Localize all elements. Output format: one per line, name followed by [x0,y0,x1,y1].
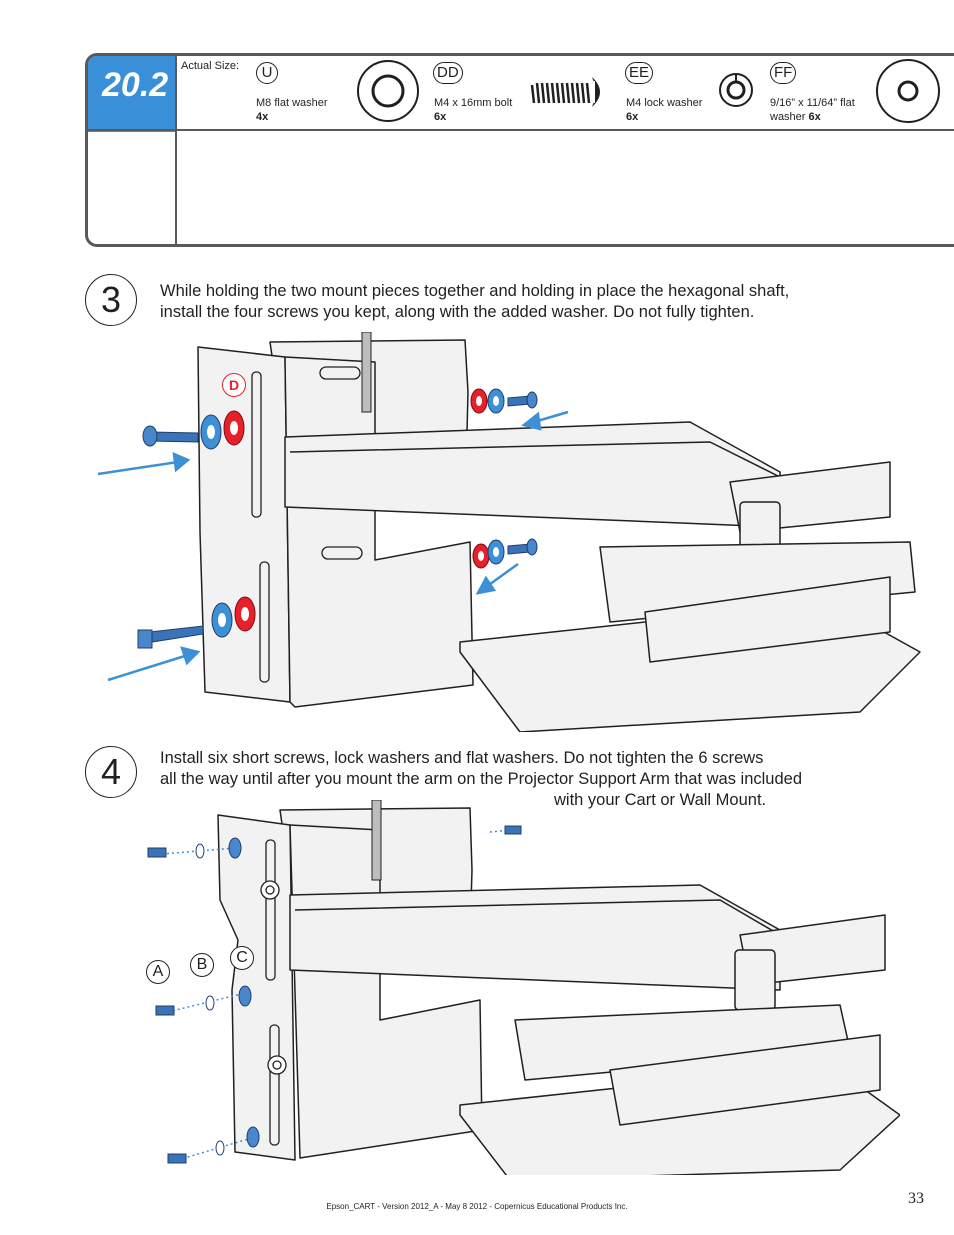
part-code-ff: FF [770,62,797,84]
part-u-name: M8 flat washer [256,97,328,109]
footer-text: Epson_CART - Version 2012_A - May 8 2012… [326,1202,628,1211]
part-ff-name-line2: washer 6x [770,111,821,123]
part-u-label: M8 flat washer 4x [256,96,328,124]
part-dd-qty: 6x [434,111,447,123]
part-u-qty: 4x [256,111,269,123]
substep-4-line1: Install six short screws, lock washers a… [160,749,764,767]
part-ff-qty: 6x [808,111,821,123]
part-ff-label: 9/16” x 11/64” flat washer 6x [770,96,855,124]
part-ee-label: M4 lock washer 6x [626,96,702,124]
m8-flat-washer-icon [357,60,419,122]
part-ee-qty: 6x [626,111,639,123]
step-badge: 20.2 [88,56,176,132]
callout-a: A [146,960,170,984]
substep-3-line1: While holding the two mount pieces toget… [160,282,790,300]
flat-washer-ff-icon [876,59,940,123]
step-4-assembly-illustration [147,800,900,1175]
step-number: 20.2 [102,66,169,104]
callout-d: D [222,373,246,397]
part-dd-label: M4 x 16mm bolt 6x [434,96,512,124]
row-divider [88,129,954,131]
part-code-ee: EE [625,62,654,84]
callout-b: B [190,953,214,977]
callout-c: C [230,946,254,970]
substep-4-line2: all the way until after you mount the ar… [160,770,803,788]
part-ee-name: M4 lock washer [626,97,703,109]
substep-3-line2: install the four screws you kept, along … [160,303,755,321]
part-code-u: U [256,62,278,84]
page-number: 33 [908,1190,924,1207]
m4-lock-washer-icon [719,73,753,107]
parts-header-box: 20.2 [85,53,954,247]
part-dd-name: M4 x 16mm bolt [434,97,513,109]
substep-3-instruction: While holding the two mount pieces toget… [160,281,920,323]
substep-4-instruction: Install six short screws, lock washers a… [160,748,920,811]
column-divider [175,56,177,244]
substep-3-number: 3 [85,274,137,326]
part-code-dd: DD [433,62,463,84]
part-ff-name-line1: 9/16” x 11/64” flat [770,97,855,109]
substep-4-number: 4 [85,746,137,798]
step-3-assembly-illustration [97,332,921,732]
m4-bolt-icon [530,77,600,107]
actual-size-label: Actual Size: [181,60,240,72]
substep-4-line3: with your Cart or Wall Mount. [554,791,767,809]
